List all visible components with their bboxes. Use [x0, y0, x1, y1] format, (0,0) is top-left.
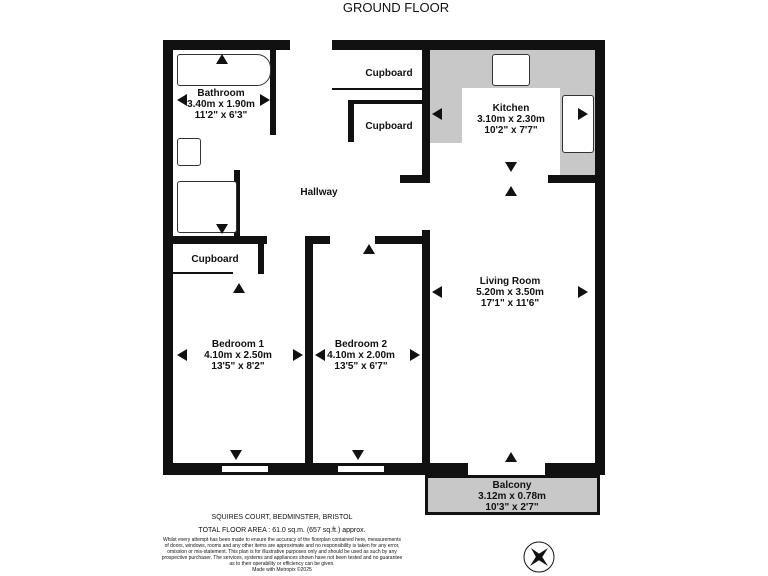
- dimension-arrow-icon: [432, 108, 442, 120]
- compass-icon: [523, 541, 555, 573]
- wall: [258, 244, 264, 274]
- dimension-arrow-icon: [177, 94, 187, 106]
- wall: [332, 88, 430, 90]
- wall: [422, 230, 430, 463]
- hallway-label: Hallway: [300, 187, 338, 198]
- wall: [375, 236, 430, 244]
- disclaimer: Whilst every attempt has been made to en…: [162, 537, 403, 573]
- room-name: Bathroom: [197, 88, 245, 99]
- dimension-arrow-icon: [505, 162, 517, 172]
- room-imperial: 17'1" x 11'6": [480, 298, 540, 309]
- room-metric: 4.10m x 2.00m: [327, 350, 395, 361]
- wall: [348, 100, 354, 142]
- window: [338, 465, 384, 473]
- cupboard-label: Cupboard: [365, 68, 413, 79]
- dimension-arrow-icon: [293, 349, 303, 361]
- dimension-arrow-icon: [315, 349, 325, 361]
- room-metric: 5.20m x 3.50m: [476, 287, 544, 298]
- wall: [163, 463, 468, 475]
- dimension-arrow-icon: [216, 54, 228, 64]
- wall: [422, 50, 430, 183]
- dimension-arrow-icon: [177, 349, 187, 361]
- dimension-arrow-icon: [578, 108, 588, 120]
- cupboard-label: Cupboard: [191, 254, 239, 265]
- room-metric: 3.40m x 1.90m: [187, 99, 255, 110]
- wall: [305, 236, 313, 463]
- dimension-arrow-icon: [363, 244, 375, 254]
- credit: Made with Metropix ©2025: [252, 567, 312, 573]
- wall: [545, 463, 605, 475]
- dimension-arrow-icon: [505, 186, 517, 196]
- room-name: Kitchen: [492, 103, 530, 114]
- disclaimer-line: as to their operability or efficiency ca…: [229, 561, 335, 567]
- dimension-arrow-icon: [505, 452, 517, 462]
- wall: [270, 50, 276, 135]
- dimension-arrow-icon: [233, 283, 245, 293]
- balcony-area: [425, 475, 600, 515]
- kitchen-sink: [562, 95, 594, 153]
- room-metric: 3.10m x 2.30m: [477, 114, 545, 125]
- dimension-arrow-icon: [216, 224, 228, 234]
- room-imperial: 10'2" x 7'7": [484, 125, 538, 136]
- dimension-arrow-icon: [410, 349, 420, 361]
- disclaimer-line: omission or mis-statement. This plan is …: [167, 549, 397, 555]
- shower: [177, 181, 237, 233]
- room-imperial: 13'5" x 8'2": [211, 361, 265, 372]
- hob: [492, 54, 530, 86]
- window: [222, 465, 268, 473]
- room-imperial: 11'2" x 6'3": [194, 110, 248, 121]
- sink: [177, 138, 201, 166]
- address: SQUIRES COURT, BEDMINSTER, BRISTOL: [211, 514, 353, 521]
- disclaimer-line: Whilst every attempt has been made to en…: [163, 537, 401, 543]
- room-name: Living Room: [479, 276, 541, 287]
- wall: [163, 236, 267, 244]
- wall: [548, 175, 595, 183]
- wall: [173, 272, 233, 274]
- dimension-arrow-icon: [578, 286, 588, 298]
- wall: [332, 40, 605, 50]
- wall: [234, 170, 240, 240]
- wall: [310, 236, 330, 244]
- room-metric: 3.12m x 0.78m: [478, 491, 546, 502]
- room-name: Bedroom 2: [334, 339, 388, 350]
- cupboard-label: Cupboard: [365, 121, 413, 132]
- dimension-arrow-icon: [230, 450, 242, 460]
- dimension-arrow-icon: [352, 450, 364, 460]
- dimension-arrow-icon: [260, 94, 270, 106]
- dimension-arrow-icon: [432, 286, 442, 298]
- floor-title: GROUND FLOOR: [342, 0, 450, 15]
- wall: [595, 40, 605, 475]
- wall: [400, 175, 430, 183]
- room-imperial: 13'5" x 6'7": [334, 361, 388, 372]
- room-name: Bedroom 1: [211, 339, 265, 350]
- disclaimer-line: prospective purchaser. The services, sys…: [161, 555, 403, 561]
- wall: [163, 40, 290, 50]
- room-imperial: 10'3" x 2'7": [485, 502, 539, 513]
- total-area: TOTAL FLOOR AREA : 61.0 sq.m. (657 sq.ft…: [198, 527, 366, 534]
- wall: [163, 40, 173, 475]
- room-name: Balcony: [492, 480, 532, 491]
- disclaimer-line: of doors, windows, rooms and any other i…: [164, 543, 400, 549]
- room-metric: 4.10m x 2.50m: [204, 350, 272, 361]
- wall: [354, 100, 430, 104]
